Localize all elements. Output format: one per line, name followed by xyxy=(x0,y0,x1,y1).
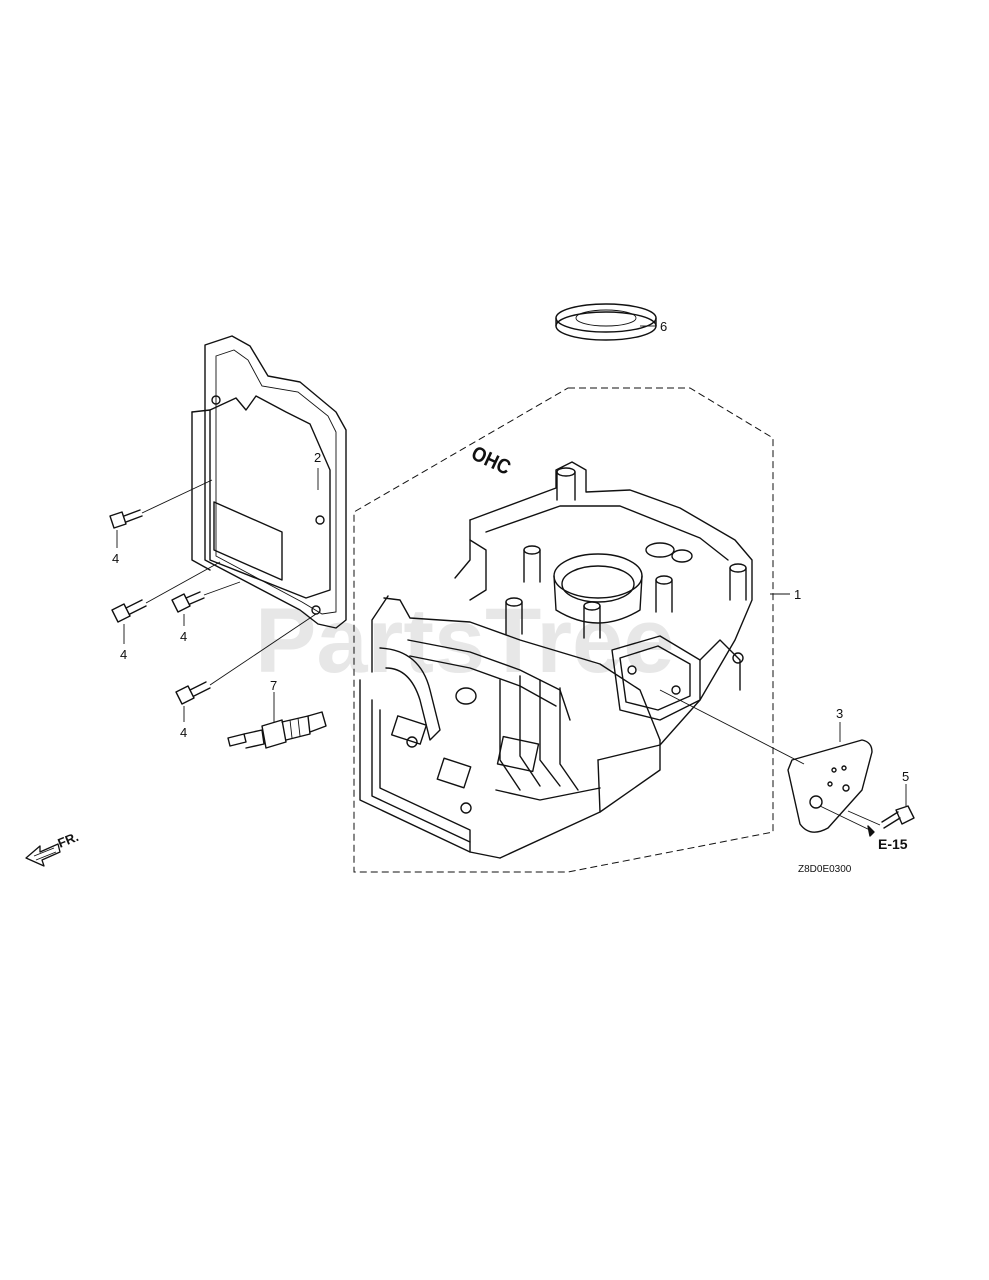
oil-seal xyxy=(555,303,657,341)
head-cover: OHC xyxy=(191,335,515,629)
callout-1: 1 xyxy=(794,587,801,602)
callout-7: 7 xyxy=(270,678,277,693)
front-direction-label: FR. xyxy=(56,829,81,851)
head-cover-lettering: OHC xyxy=(468,442,515,480)
callout-6: 6 xyxy=(660,319,667,334)
cross-reference-label: E-15 xyxy=(878,836,908,852)
callout-4-middle-left: 4 xyxy=(120,647,127,662)
assembly-boundary xyxy=(353,387,774,873)
engine-block xyxy=(359,461,753,859)
watermark-text: PartsTree xyxy=(255,590,674,692)
callout-4-upper: 4 xyxy=(112,551,119,566)
callout-4-middle-right: 4 xyxy=(180,629,187,644)
spark-plug xyxy=(227,692,327,749)
diagram-code: Z8D0E0300 xyxy=(798,864,852,875)
front-direction-arrow-icon xyxy=(25,843,61,867)
gasket-plate xyxy=(659,689,875,837)
callout-5: 5 xyxy=(902,769,909,784)
callout-3: 3 xyxy=(836,706,843,721)
flange-bolt xyxy=(847,784,915,829)
bolt-middle-left xyxy=(111,561,221,623)
callout-2: 2 xyxy=(314,450,321,465)
bolt-upper-left xyxy=(109,479,213,529)
bolt-middle-right xyxy=(171,581,241,613)
bolt-lower xyxy=(175,613,317,705)
callout-4-lower: 4 xyxy=(180,725,187,740)
